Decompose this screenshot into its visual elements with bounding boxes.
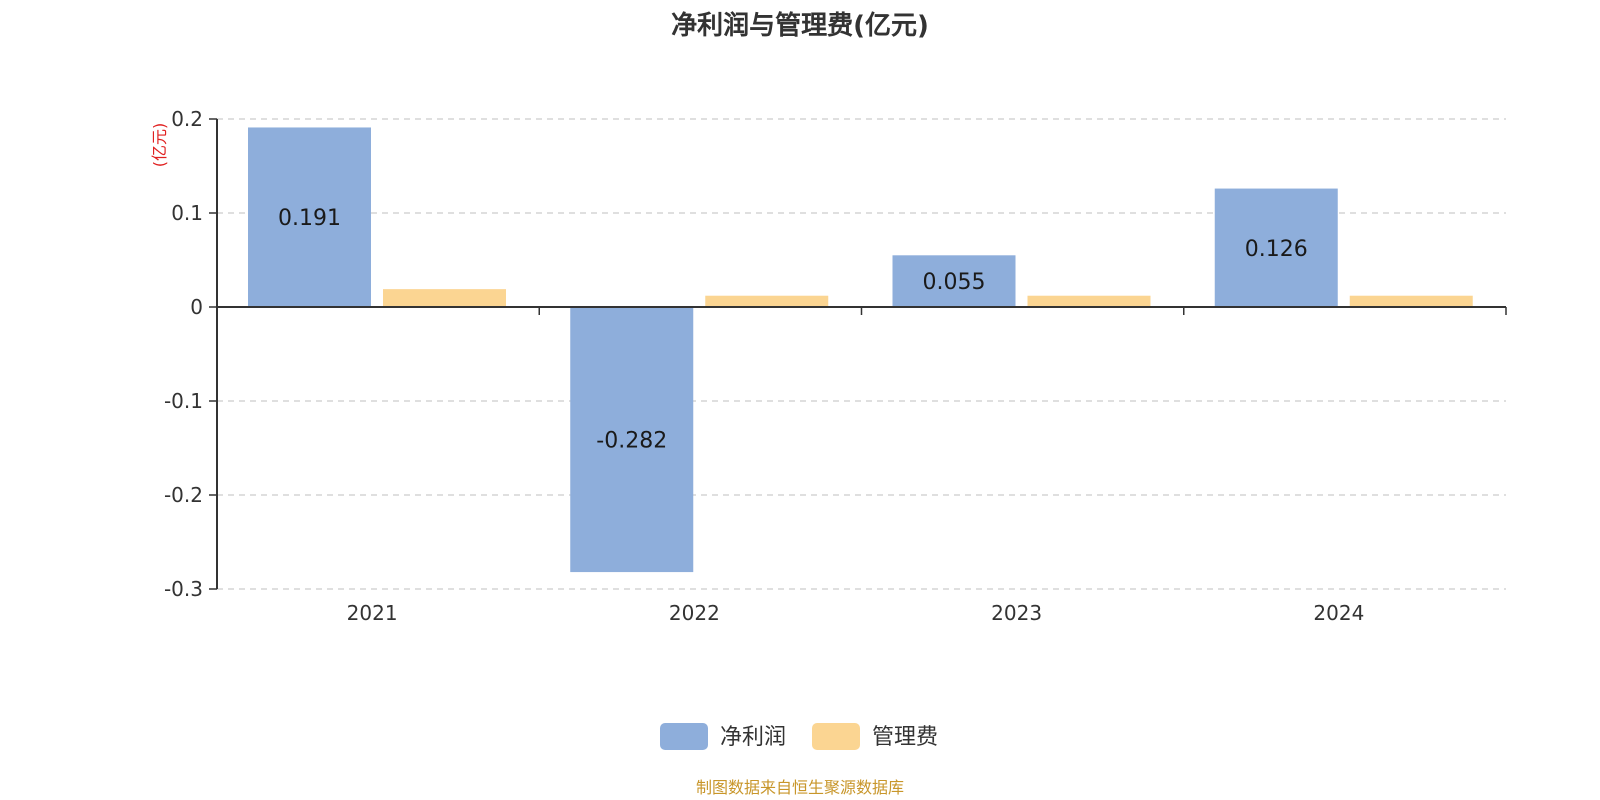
legend-item-net-profit-swatch [660,723,708,750]
axes [209,118,1507,590]
data-label: 0.055 [923,270,986,295]
source-note: 制图数据来自恒生聚源数据库 [696,778,904,797]
bars [248,127,1473,573]
y-tick-label: -0.2 [164,483,203,507]
y-tick-label: -0.1 [164,389,203,413]
legend: 净利润 管理费 [660,723,938,750]
bar-admin-expense [705,295,829,307]
bar-net-profit [1214,188,1338,307]
x-tick-label: 2024 [1313,601,1364,625]
x-tick-label: 2021 [347,601,398,625]
y-tick-label: -0.3 [164,577,203,601]
y-tick-label: 0.2 [171,107,203,131]
bar-net-profit [248,127,371,308]
data-label: 0.191 [278,206,341,231]
data-label: -0.282 [596,429,667,454]
bar-net-profit [892,255,1016,307]
bar-admin-expense [1027,295,1151,307]
y-tick-label: 0.1 [171,201,203,225]
chart-title: 净利润与管理费(亿元) [671,10,929,41]
legend-item-admin-expense-label: 管理费 [872,725,938,750]
x-tick-label: 2023 [991,601,1042,625]
y-axis-unit-label: (亿元) [150,123,169,168]
y-axis-tick-labels: 0.2 0.1 0 -0.1 -0.2 -0.3 [164,107,203,601]
data-labels: 0.191 -0.282 0.055 0.126 [278,206,1308,453]
legend-item-net-profit-label: 净利润 [720,725,786,750]
x-tick-label: 2022 [669,601,720,625]
bar-admin-expense [383,289,506,307]
y-tick-label: 0 [190,295,203,319]
x-axis-tick-labels: 2021 2022 2023 2024 [347,601,1365,625]
legend-item-admin-expense-swatch [812,723,860,750]
bar-admin-expense [1349,295,1473,307]
gridlines [217,118,1506,590]
bar-net-profit [570,307,694,573]
data-label: 0.126 [1245,237,1308,262]
